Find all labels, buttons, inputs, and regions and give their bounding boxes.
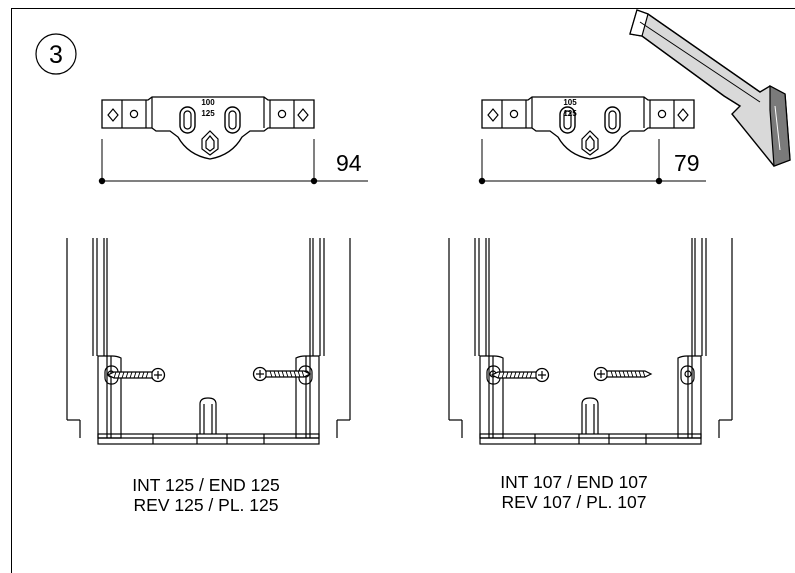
profile-section-left bbox=[66, 237, 351, 445]
caption-right-line1: INT 107 / END 107 bbox=[500, 472, 648, 492]
drawing-frame bbox=[11, 8, 795, 573]
bracket-drawing-right bbox=[481, 96, 695, 160]
caption-right-line2: REV 107 / PL. 107 bbox=[501, 492, 647, 512]
dimension-label-left: 94 bbox=[336, 150, 362, 176]
bracket-stamp-bottom-right: 125 bbox=[563, 109, 577, 118]
caption-left: INT 125 / END 125 REV 125 / PL. 125 bbox=[76, 475, 336, 515]
profile-section-right bbox=[448, 237, 733, 445]
caption-left-line1: INT 125 / END 125 bbox=[132, 475, 280, 495]
bracket-stamp-top-right: 105 bbox=[563, 98, 577, 107]
step-number: 3 bbox=[49, 41, 63, 69]
step-number-circle bbox=[35, 33, 77, 75]
dimension-line-left bbox=[98, 139, 368, 185]
screw-icon bbox=[593, 366, 652, 382]
caption-right: INT 107 / END 107 REV 107 / PL. 107 bbox=[444, 472, 704, 512]
dimension-label-right: 79 bbox=[674, 150, 700, 176]
hacksaw-icon bbox=[629, 9, 791, 167]
bracket-stamp-bottom-left: 125 bbox=[201, 109, 215, 118]
dimension-line-right bbox=[478, 139, 706, 185]
bracket-stamp-top-left: 100 bbox=[201, 98, 215, 107]
caption-left-line2: REV 125 / PL. 125 bbox=[133, 495, 279, 515]
